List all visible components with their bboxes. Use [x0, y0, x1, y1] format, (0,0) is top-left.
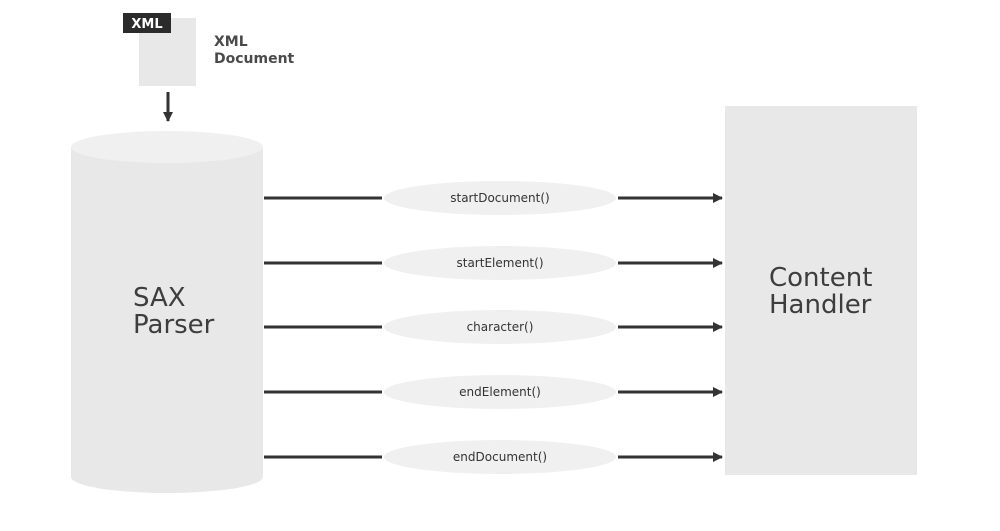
event-row-start-element: startElement()	[264, 246, 723, 280]
content-handler-label: Content Handler	[769, 263, 881, 320]
event-pill	[384, 310, 616, 344]
content-handler-box	[725, 106, 917, 475]
content-handler-label-line2: Handler	[769, 290, 872, 320]
sax-parser-cylinder	[71, 131, 263, 493]
event-label-start-document: startDocument()	[450, 191, 549, 205]
sax-parser-cylinder-top	[71, 131, 263, 163]
sax-parser-cylinder-body	[71, 147, 263, 493]
xml-tag-badge	[123, 13, 171, 33]
event-row-end-document: endDocument()	[264, 440, 723, 474]
event-pill	[384, 375, 616, 409]
content-handler-label-line1: Content	[769, 263, 872, 293]
event-pill	[384, 440, 616, 474]
xml-document-label-line2: Document	[214, 51, 295, 67]
event-row-start-document: startDocument()	[264, 181, 723, 215]
xml-document-label-line1: XML	[214, 34, 248, 50]
xml-tag-text: XML	[131, 17, 162, 32]
event-label-end-document: endDocument()	[453, 450, 547, 464]
xml-document-icon: XML	[123, 13, 196, 86]
event-label-end-element: endElement()	[459, 385, 541, 399]
sax-parser-label-line2: Parser	[133, 310, 215, 340]
sax-parser-label: SAX Parser	[133, 283, 215, 340]
event-row-end-element: endElement()	[264, 375, 723, 409]
event-pill	[384, 181, 616, 215]
xml-document-label: XML Document	[214, 34, 295, 67]
sax-parser-label-line1: SAX	[133, 283, 186, 313]
event-label-start-element: startElement()	[457, 256, 544, 270]
event-pill	[384, 246, 616, 280]
event-label-character: character()	[467, 320, 534, 334]
event-row-character: character()	[264, 310, 723, 344]
